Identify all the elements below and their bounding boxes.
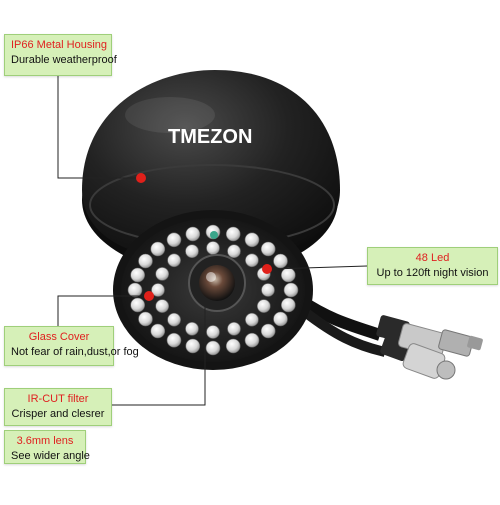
video-cable (296, 295, 410, 361)
callout-ir-cut-filter: IR-CUT filter Crisper and clesrer (4, 388, 112, 426)
ir-led (256, 299, 271, 313)
callout-lens: 3.6mm lens See wider angle (4, 430, 90, 464)
ir-led (150, 241, 166, 257)
callout-subtitle: Up to 120ft night vision (376, 267, 489, 279)
ir-led (167, 253, 181, 268)
callout-subtitle: See wider angle (11, 450, 90, 462)
ir-led (185, 321, 199, 336)
ir-led (260, 323, 276, 339)
ir-led (150, 323, 166, 339)
ir-led (166, 332, 182, 348)
lens (199, 265, 235, 301)
ir-led (155, 267, 169, 281)
callout-subtitle: Not fear of rain,dust,or fog (11, 346, 139, 358)
callout-title: 3.6mm lens (16, 435, 74, 447)
callout-led: 48 Led Up to 120ft night vision (367, 247, 498, 285)
led-marker (262, 264, 272, 274)
ir-led (155, 299, 169, 313)
ir-led (130, 267, 145, 283)
ir-led (273, 311, 288, 327)
light-sensor (210, 231, 218, 239)
ir-led (185, 244, 199, 258)
ir-led (225, 226, 241, 242)
ir-led (205, 340, 221, 356)
glass-marker (144, 291, 154, 301)
ir-led (166, 232, 182, 248)
ir-led (280, 297, 296, 313)
ir-led (245, 253, 259, 268)
callout-subtitle: Durable weatherproof (11, 54, 117, 66)
brand-logo: TMEZON (168, 126, 252, 148)
ir-led (280, 267, 296, 283)
ir-led (244, 232, 260, 248)
callout-metal-housing: IP66 Metal Housing Durable weatherproof (4, 34, 117, 76)
ir-led (138, 253, 153, 269)
housing-marker (136, 173, 146, 183)
callout-glass-cover: Glass Cover Not fear of rain,dust,or fog (4, 326, 139, 366)
callout-title: Glass Cover (28, 331, 90, 343)
ir-led (130, 297, 145, 313)
ir-led (185, 338, 201, 354)
ir-led (283, 282, 299, 298)
ir-led (138, 311, 153, 327)
ir-led (260, 241, 276, 257)
ir-led (206, 325, 220, 339)
callout-subtitle: Crisper and clesrer (11, 408, 105, 420)
ir-led (244, 332, 260, 348)
ir-led-array (127, 224, 299, 356)
ir-led (206, 241, 220, 255)
power-connector (402, 343, 456, 380)
ir-led (227, 244, 241, 258)
ir-led (261, 283, 275, 297)
callout-title: 48 Led (415, 252, 450, 264)
ir-led (167, 312, 181, 327)
ir-led (127, 282, 143, 298)
ir-led (273, 253, 288, 269)
ir-led (151, 283, 165, 297)
callout-title: IP66 Metal Housing (11, 39, 107, 51)
camera-front-face (113, 210, 313, 370)
callout-leader-lines (57, 76, 368, 406)
ir-led (185, 226, 201, 242)
ir-led (245, 312, 259, 327)
ir-led (227, 321, 241, 336)
callout-title: IR-CUT filter (27, 393, 89, 405)
ir-led (225, 338, 241, 354)
